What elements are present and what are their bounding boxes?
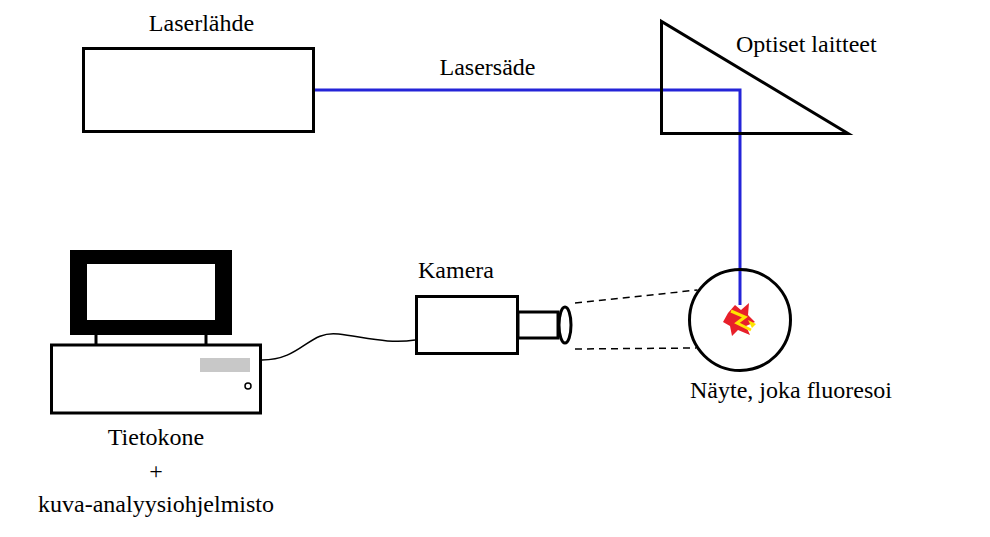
computer-unit: Tietokone + kuva-analyysiohjelmisto <box>50 250 262 415</box>
connector <box>575 290 698 349</box>
node-label: Näyte, joka fluoresoi <box>690 376 892 405</box>
connector-line <box>315 89 660 92</box>
fluorescence-yellow <box>748 320 756 328</box>
fluorescence-red <box>723 303 755 336</box>
fluorescence-yellow <box>731 311 751 330</box>
laser-beam-path <box>739 268 742 305</box>
connector-line <box>262 334 415 360</box>
connector-line <box>739 135 742 268</box>
node-label: Laserlähde <box>149 9 254 38</box>
camera-box: Kamera <box>415 295 575 355</box>
node-outline <box>688 268 792 372</box>
camera-lens-barrel <box>518 312 558 338</box>
beam-label: Lasersäde <box>437 53 539 82</box>
sample-circle: Näyte, joka fluoresoi <box>688 268 792 372</box>
node-label: Tietokone + kuva-analyysiohjelmisto <box>6 421 306 522</box>
laser-beam-path <box>660 90 740 135</box>
node-outline <box>415 295 575 355</box>
connector <box>262 334 415 360</box>
optics-prism: Optiset laitteet <box>660 20 850 135</box>
computer-case <box>52 345 261 413</box>
monitor-frame <box>70 250 232 335</box>
connector <box>740 135 741 268</box>
node-outline <box>50 250 262 415</box>
camera-lens <box>559 307 571 343</box>
node-label: Kamera <box>418 256 494 285</box>
connector-line <box>575 348 696 349</box>
sample-outline <box>690 270 791 371</box>
drive-slot <box>200 358 250 372</box>
node-label: Optiset laitteet <box>736 30 877 59</box>
connector <box>315 90 660 91</box>
power-button <box>245 383 251 389</box>
monitor-screen <box>87 264 215 320</box>
connector-line <box>575 290 698 303</box>
laser-source-box: Laserlähde <box>82 47 315 133</box>
camera-body <box>417 297 518 354</box>
